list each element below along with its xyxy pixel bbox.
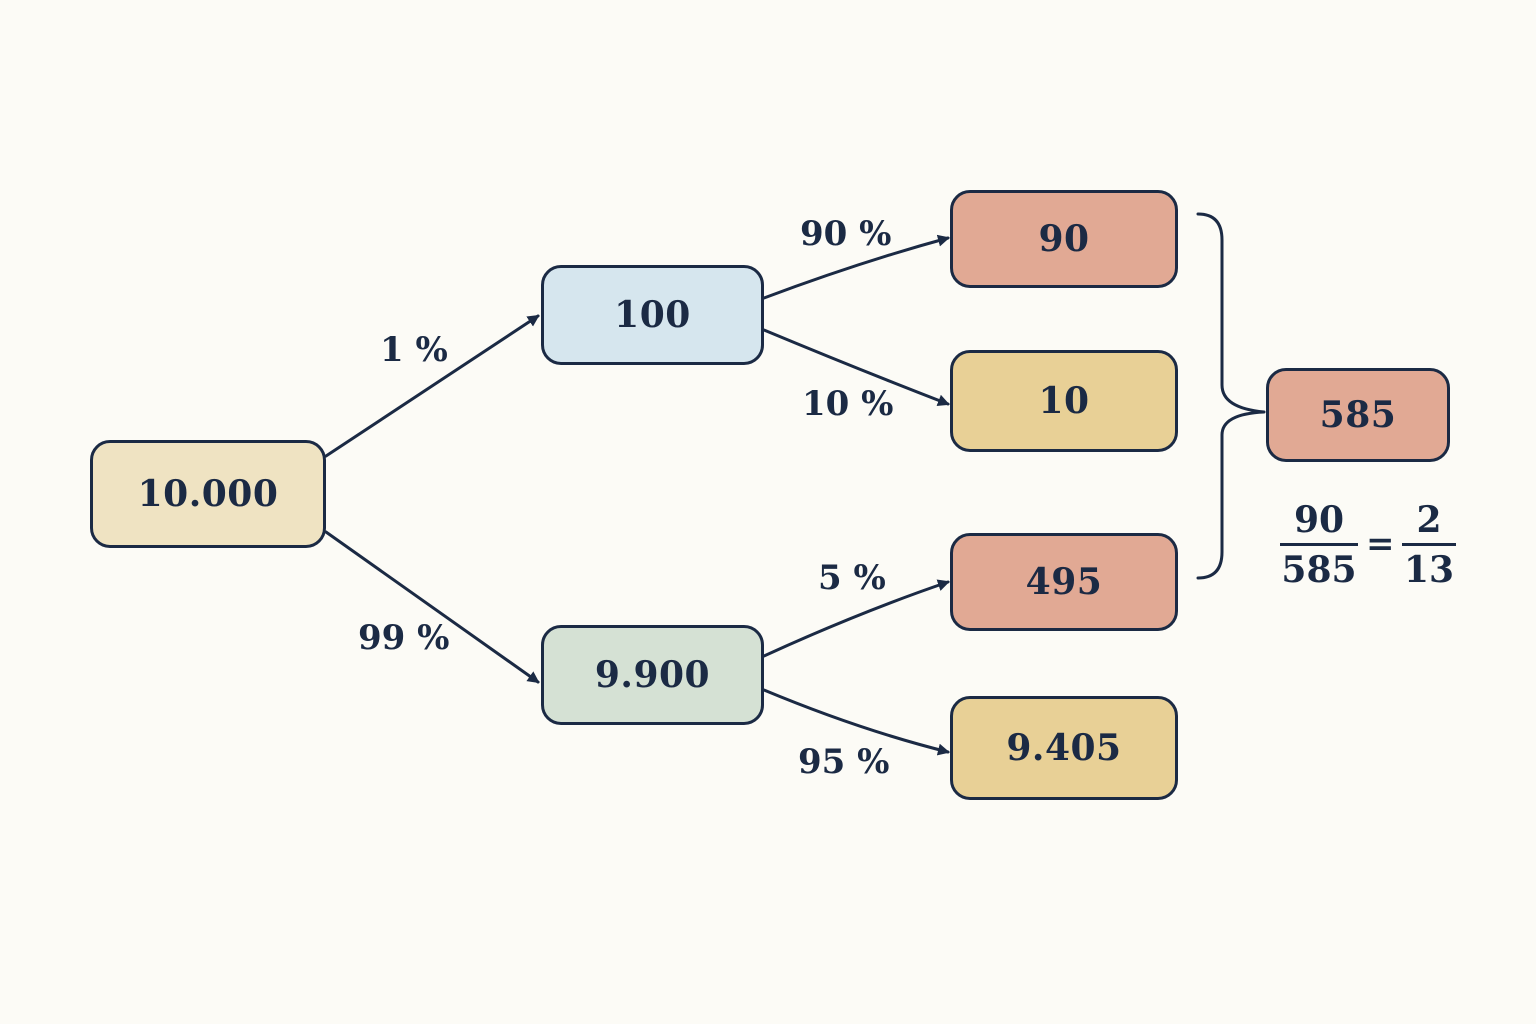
- node-sick-negative: 10: [950, 350, 1178, 452]
- label-root-healthy: 99 %: [358, 618, 450, 658]
- node-healthy: 9.900: [541, 625, 764, 725]
- label-sick-positive: 90 %: [800, 214, 892, 254]
- fraction-left: 90 585: [1280, 500, 1358, 590]
- fraction-right-denominator: 13: [1403, 549, 1455, 591]
- label-healthy-negative: 95 %: [798, 742, 890, 782]
- fraction-right: 2 13: [1402, 500, 1456, 590]
- fraction-left-numerator: 90: [1293, 499, 1345, 541]
- edge-sick-to-neg: [762, 328, 950, 406]
- node-sick-positive: 90: [950, 190, 1178, 288]
- fraction-left-bar: [1280, 543, 1358, 546]
- node-population: 10.000: [90, 440, 326, 548]
- bracket-positive-results: [1196, 212, 1266, 580]
- edge-root-to-healthy: [324, 530, 540, 684]
- fraction-right-bar: [1402, 543, 1456, 546]
- edge-healthy-to-pos: [762, 579, 950, 658]
- edge-root-to-sick: [324, 314, 540, 458]
- label-sick-negative: 10 %: [802, 384, 894, 424]
- edge-healthy-to-neg: [762, 688, 950, 756]
- node-total-positive: 585: [1266, 368, 1450, 462]
- node-healthy-negative: 9.405: [950, 696, 1178, 800]
- node-sick: 100: [541, 265, 764, 365]
- node-healthy-positive: 495: [950, 533, 1178, 631]
- edge-sick-to-pos: [762, 234, 950, 300]
- equals-sign: =: [1366, 524, 1395, 564]
- label-root-sick: 1 %: [380, 330, 448, 370]
- label-healthy-positive: 5 %: [818, 558, 886, 598]
- fraction-right-numerator: 2: [1416, 499, 1442, 541]
- fraction-left-denominator: 585: [1281, 549, 1357, 591]
